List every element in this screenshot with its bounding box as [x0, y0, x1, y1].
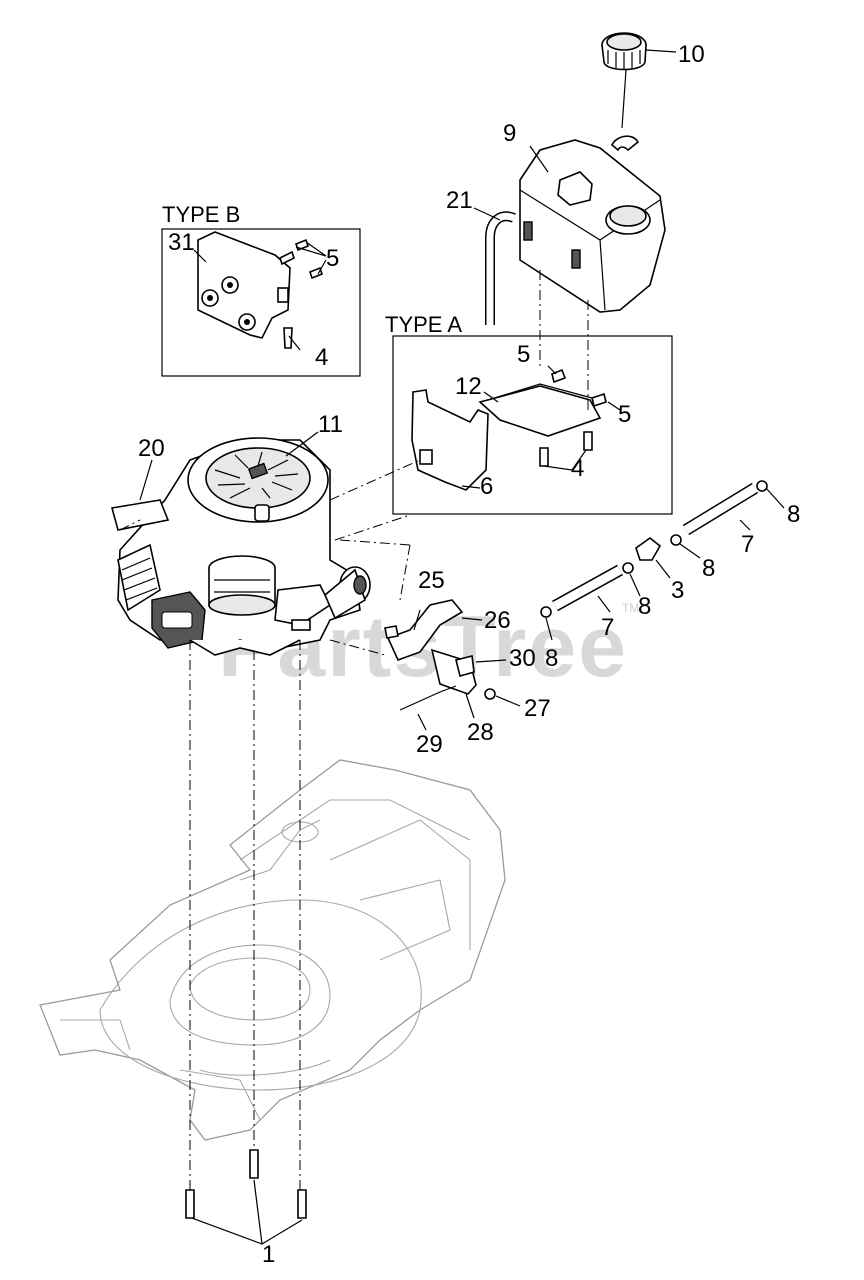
callout-8: 8 — [787, 501, 800, 528]
callout-29: 29 — [416, 731, 443, 758]
leader-31 — [193, 249, 207, 263]
callout-9: 9 — [503, 120, 516, 147]
type-a-frame — [392, 335, 673, 515]
callout-8: 8 — [702, 555, 715, 582]
callout-12: 12 — [455, 373, 482, 400]
callout-4: 4 — [571, 455, 584, 482]
mounting-bolts — [185, 1149, 307, 1245]
callout-5: 5 — [326, 245, 339, 272]
type-a-label: TYPE A — [385, 312, 462, 337]
callout-5: 5 — [517, 341, 530, 368]
leader-9 — [529, 145, 549, 173]
callout-8: 8 — [545, 645, 558, 672]
callout-11: 11 — [318, 411, 343, 438]
leader-11 — [285, 431, 319, 457]
mower-deck — [39, 759, 506, 1141]
callout-7: 7 — [741, 531, 754, 558]
fuel-tank — [519, 139, 666, 313]
callout-8: 8 — [638, 593, 651, 620]
callout-10: 10 — [678, 41, 705, 68]
callout-3: 3 — [671, 577, 684, 604]
callout-21: 21 — [446, 187, 473, 214]
callout-1: 1 — [262, 1241, 275, 1268]
callout-25: 25 — [418, 567, 445, 594]
callouts: 10 9 21 31 5 4 5 12 5 11 20 4 6 8 7 8 3 … — [138, 41, 800, 1268]
callout-20: 20 — [138, 435, 165, 462]
callout-26: 26 — [484, 607, 511, 634]
callout-6: 6 — [480, 473, 493, 500]
throttle-cables — [540, 480, 785, 641]
type-b-label: TYPE B — [162, 202, 240, 227]
watermark-trademark: TM — [622, 601, 639, 615]
fuel-cap — [601, 32, 677, 152]
callout-5: 5 — [618, 401, 631, 428]
control-bracket — [384, 599, 521, 731]
type-b-frame — [161, 228, 361, 377]
callout-31: 31 — [168, 229, 195, 256]
engine — [117, 437, 371, 656]
alignment-lines — [119, 270, 589, 1190]
callout-27: 27 — [524, 695, 551, 722]
callout-4: 4 — [315, 344, 328, 371]
type-b-box: TYPE B — [161, 202, 361, 377]
callout-30: 30 — [509, 645, 536, 672]
part-20-shield — [110, 499, 170, 531]
callout-7: 7 — [601, 614, 614, 641]
callout-28: 28 — [467, 719, 494, 746]
fuel-line-21 — [473, 207, 516, 325]
type-a-box: TYPE A — [385, 312, 673, 515]
leader-20 — [139, 459, 153, 501]
